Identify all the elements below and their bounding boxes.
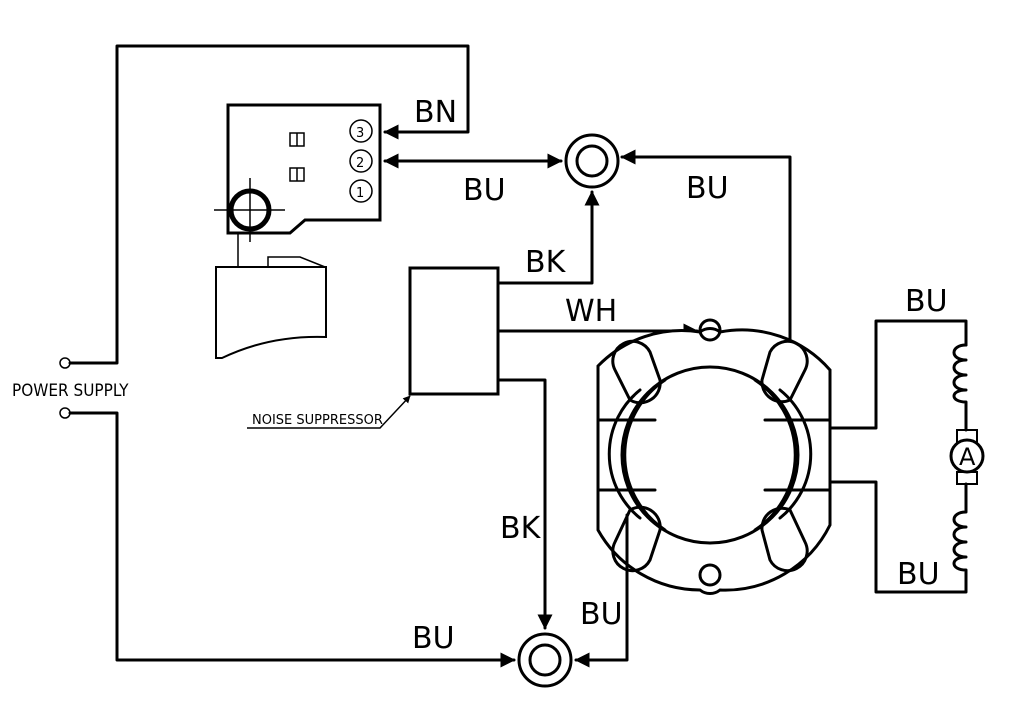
label-bu-bottom: BU: [412, 621, 455, 656]
label-bu-switch: BU: [463, 173, 506, 208]
brush-top-right: [760, 339, 809, 404]
label-bu-field-bottom: BU: [897, 557, 940, 592]
bottom-connector: [517, 632, 573, 688]
wire-bk-lower: [496, 378, 553, 630]
terminal-2: [349, 149, 373, 173]
label-bu-top-right: BU: [686, 171, 729, 206]
wire-bu-bottom: [68, 411, 516, 668]
label-bk-lower: BK: [500, 511, 542, 546]
bottom-connector-inner: [528, 643, 562, 677]
wire-bu-field-bottom: [828, 480, 968, 594]
stator-ground-hole-top: [698, 318, 722, 342]
top-connector-outer: [564, 133, 620, 189]
wire-bn: [68, 44, 470, 365]
noise-suppressor-leader: [247, 395, 411, 429]
top-connector-inner: [575, 144, 609, 178]
power-supply-label: POWER SUPPLY: [12, 381, 129, 401]
brush-top-left: [611, 339, 662, 405]
wire-bk-top: [496, 190, 600, 285]
stator-bore: [620, 365, 800, 545]
label-bu-lower-stator: BU: [580, 597, 623, 632]
armature-label: A: [959, 443, 976, 471]
stator-ground-hole-bottom: [698, 563, 722, 587]
terminal-1-label: 1: [356, 186, 364, 201]
wire-bu-lower-stator: [574, 513, 629, 668]
wire-bu-top-right: [620, 149, 792, 382]
power-supply: POWER SUPPLY: [12, 357, 129, 419]
armature-brush-bottom: [956, 471, 978, 485]
noise-suppressor: [408, 266, 500, 396]
trigger-stem: [237, 233, 326, 268]
stator: [596, 318, 832, 595]
brush-bottom-left: [611, 505, 662, 573]
terminal-2-label: 2: [356, 156, 364, 171]
label-wh: WH: [565, 294, 617, 329]
label-bu-field-top: BU: [905, 284, 948, 319]
label-bn: BN: [414, 95, 457, 130]
wire-bu-field-top: [828, 319, 968, 430]
bottom-connector-outer: [517, 632, 573, 688]
terminal-1: [349, 179, 373, 203]
field-coil-circuit: BU A BU: [828, 284, 985, 594]
terminal-3: [349, 119, 373, 143]
trigger: [215, 266, 327, 359]
terminal-3-label: 3: [356, 126, 364, 141]
brush-bottom-right: [760, 506, 809, 573]
noise-suppressor-label: NOISE SUPPRESSOR: [252, 413, 383, 428]
top-connector: [564, 133, 620, 189]
field-coil-top: [952, 343, 968, 432]
switch: 3 2 1: [214, 103, 382, 359]
label-bk-top: BK: [525, 245, 567, 280]
